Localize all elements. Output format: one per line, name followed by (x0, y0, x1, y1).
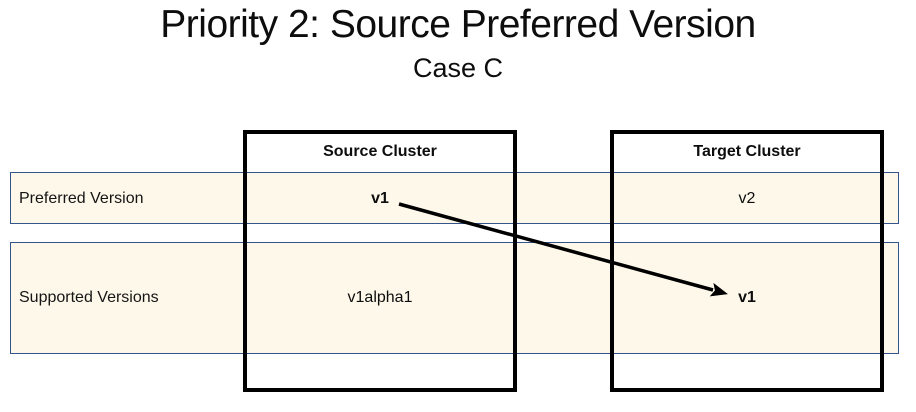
row-label-supported-versions: Supported Versions (19, 289, 159, 306)
slide-subtitle: Case C (412, 53, 504, 83)
source-cluster-header: Source Cluster (323, 143, 437, 160)
cell-source-preferred-version: v1 (371, 190, 389, 207)
cell-target-supported-version: v1 (738, 289, 756, 306)
row-label-preferred-version: Preferred Version (19, 190, 144, 207)
target-cluster-box: Target Cluster (610, 130, 884, 392)
cell-source-supported-versions: v1alpha1 (347, 289, 413, 306)
cell-target-preferred-version: v2 (738, 190, 756, 207)
source-cluster-box: Source Cluster (243, 130, 517, 392)
target-cluster-header: Target Cluster (693, 143, 801, 160)
slide-title: Priority 2: Source Preferred Version (160, 3, 756, 46)
